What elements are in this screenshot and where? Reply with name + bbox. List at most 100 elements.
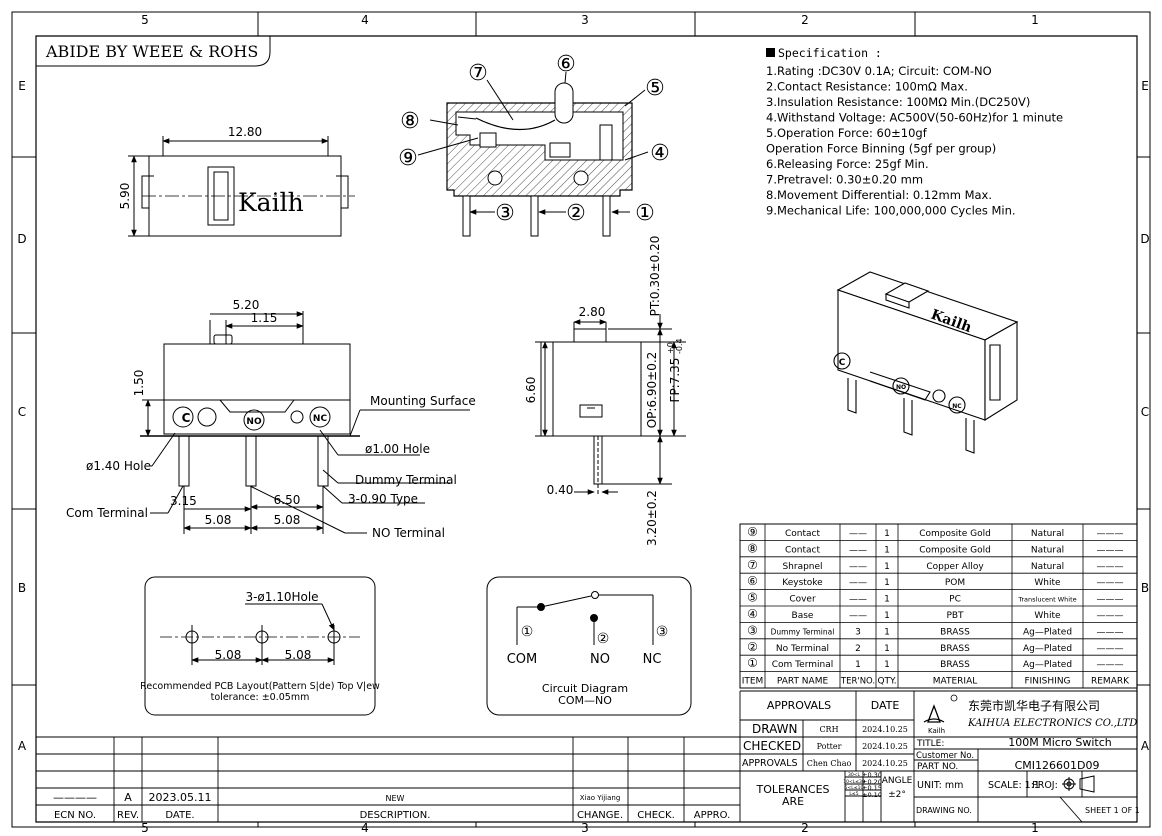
bom-cell-finish: Natural: [1031, 529, 1064, 539]
title-block: [740, 691, 1137, 822]
balloon-9: ⑨: [398, 146, 418, 171]
dim-6-50: 6.50: [274, 493, 301, 507]
bom-cell-remark: ———: [1097, 627, 1124, 637]
angle-value: ±2°: [888, 790, 906, 800]
bom-cell-qty: 1: [884, 627, 890, 637]
tol-range: 10<L≤30: [843, 779, 865, 785]
bom-cell-material: BRASS: [940, 644, 970, 654]
pcb-caption: Recommended PCB Layout(Pattern S|de) Top…: [140, 681, 380, 692]
bom-cell-item: ⑤: [747, 591, 758, 605]
iso-terminal-marks: C NO NC: [839, 358, 963, 410]
tol-range: 5<L≤10: [845, 785, 864, 791]
tol-value: ±0.15: [862, 784, 882, 792]
zone-labels: 5 4 3 2 1 5 4 3 2 1 E D C B A E D C B A: [17, 13, 1150, 835]
balloon-4: ④: [650, 141, 670, 166]
sheet-label: SHEET 1 OF 1: [1085, 806, 1140, 815]
dim-operating-position: OP:6.90±0.2: [645, 352, 659, 429]
circuit-labels: ① ② ③ COM NO NC Circuit Diagram COM—NO: [507, 624, 669, 707]
bom-cell-qty: 1: [884, 644, 890, 654]
dim-pretravel: PT:0.30±0.20: [648, 236, 662, 317]
angle-header: ANGLE: [882, 776, 913, 786]
drawn-date: 2024.10.25: [862, 725, 908, 734]
tol-value: ±0.30: [862, 771, 882, 779]
dim-3-15: 3.15: [170, 494, 197, 508]
bom-cell-item: ④: [747, 607, 758, 621]
bom-cell-qty: 1: [884, 545, 890, 555]
bom-cell-ter: ——: [849, 529, 867, 539]
bom-cell-finish: Natural: [1031, 545, 1064, 555]
tol-range: 30<L: [848, 772, 860, 778]
sheet-frame: [12, 12, 1150, 827]
spec-item: 2.Contact Resistance: 100mΩ Max.: [766, 80, 968, 94]
bom-cell-finish: Ag—Plated: [1023, 660, 1072, 670]
compliance-note: ABIDE BY WEEE & ROHS: [45, 42, 258, 61]
approvals-date: 2024.10.25: [862, 759, 908, 768]
rev-header: CHANGE.: [577, 810, 623, 821]
spec-title: Specification :: [778, 46, 882, 60]
bom-cell-ter: 2: [855, 644, 861, 654]
col-label: 5: [141, 821, 149, 835]
col-label: 1: [1031, 13, 1039, 27]
approvals-header: APPROVALS: [767, 699, 831, 712]
bom-cell-ter: 3: [855, 627, 861, 637]
dim-fp-tol-dn: -0.4: [675, 338, 684, 354]
spec-item: 3.Insulation Resistance: 100MΩ Min.(DC25…: [766, 95, 1030, 109]
bom-cell-material: POM: [945, 578, 965, 588]
tolerances-label: TOLERANCES: [755, 783, 829, 796]
col-label: 2: [801, 13, 809, 27]
spec-item: 5.Operation Force: 60±10gf: [766, 126, 928, 140]
terminal-mark-c: C: [182, 411, 191, 425]
title-value: 100M Micro Switch: [1008, 736, 1111, 749]
section-balloons: ⑥ ⑦ ⑤ ⑧ ⑨ ④ ③ ② ①: [398, 52, 670, 226]
checked-label: CHECKED: [743, 739, 801, 753]
bom-cell-material: Copper Alloy: [926, 562, 984, 572]
spec-item: 9.Mechanical Life: 100,000,000 Cycles Mi…: [766, 204, 1016, 218]
bom-cell-name: Cover: [789, 595, 816, 605]
front-view: [140, 311, 470, 534]
bom-cell-ter: ——: [849, 611, 867, 621]
rev-letter: A: [124, 791, 132, 804]
bom-header: REMARK: [1091, 677, 1130, 687]
callout-type: 3-0.90 Type: [348, 492, 418, 506]
bom-cell-remark: ———: [1097, 611, 1124, 621]
circuit-subtitle: COM—NO: [558, 694, 612, 707]
row-label: E: [18, 79, 26, 93]
spec-item: Operation Force Binning (5gf per group): [766, 142, 996, 156]
scale-label: SCALE: 1:1: [988, 780, 1040, 791]
company-name-cn: 东莞市凯华电子有限公司: [968, 698, 1100, 713]
row-label: E: [1141, 79, 1149, 93]
bom-cell-name: Dummy Terminal: [771, 627, 835, 636]
callout-com-terminal: Com Terminal: [66, 506, 148, 520]
balloon-7: ⑦: [468, 61, 488, 86]
part-no-label: PART NO.: [917, 762, 958, 772]
pcb-hole-label: 3-ø1.10Hole: [245, 590, 318, 604]
projection-label: PROJ:: [1032, 780, 1058, 791]
spec-item: 8.Movement Differential: 0.12mm Max.: [766, 188, 992, 202]
bom-cell-name: Shrapnel: [782, 562, 822, 572]
rev-header: DATE.: [165, 810, 194, 821]
bom-cell-item: ①: [747, 656, 758, 670]
spec-item: 6.Releasing Force: 25gf Min.: [766, 157, 929, 171]
iso-mark-nc: NC: [952, 403, 962, 410]
rev-ecn: ————: [53, 791, 97, 804]
bom-cell-item: ③: [747, 623, 758, 637]
spec-item: 7.Pretravel: 0.30±0.20 mm: [766, 173, 923, 187]
compliance-tab: ABIDE BY WEEE & ROHS: [36, 36, 270, 66]
bom-cell-remark: ———: [1097, 595, 1124, 605]
title-label: TITLE:: [916, 739, 944, 749]
revision-table: [36, 737, 740, 822]
side-view-labels: 2.80 6.60 0.40 PT:0.30±0.20 OP:6.90±0.2 …: [524, 236, 684, 546]
bom-cell-finish: Ag—Plated: [1023, 644, 1072, 654]
col-label: 1: [1031, 821, 1039, 835]
checked-by: Potter: [817, 742, 842, 751]
bom-cell-item: ⑥: [747, 574, 758, 588]
bom-cell-material: Composite Gold: [919, 545, 991, 555]
bom-cell-material: Composite Gold: [919, 529, 991, 539]
dim-5-08b: 5.08: [274, 513, 301, 527]
front-view-labels: 5.20 1.15 1.50 C NO NC Mounting Surface …: [66, 298, 476, 540]
specification: Specification : 1.Rating :DC30V 0.1A; Ci…: [766, 46, 1063, 218]
circuit-title: Circuit Diagram: [542, 682, 628, 695]
callout-dummy-terminal: Dummy Terminal: [355, 473, 457, 487]
spec-item: 4.Withstand Voltage: AC500V(50-60Hz)for …: [766, 111, 1063, 125]
